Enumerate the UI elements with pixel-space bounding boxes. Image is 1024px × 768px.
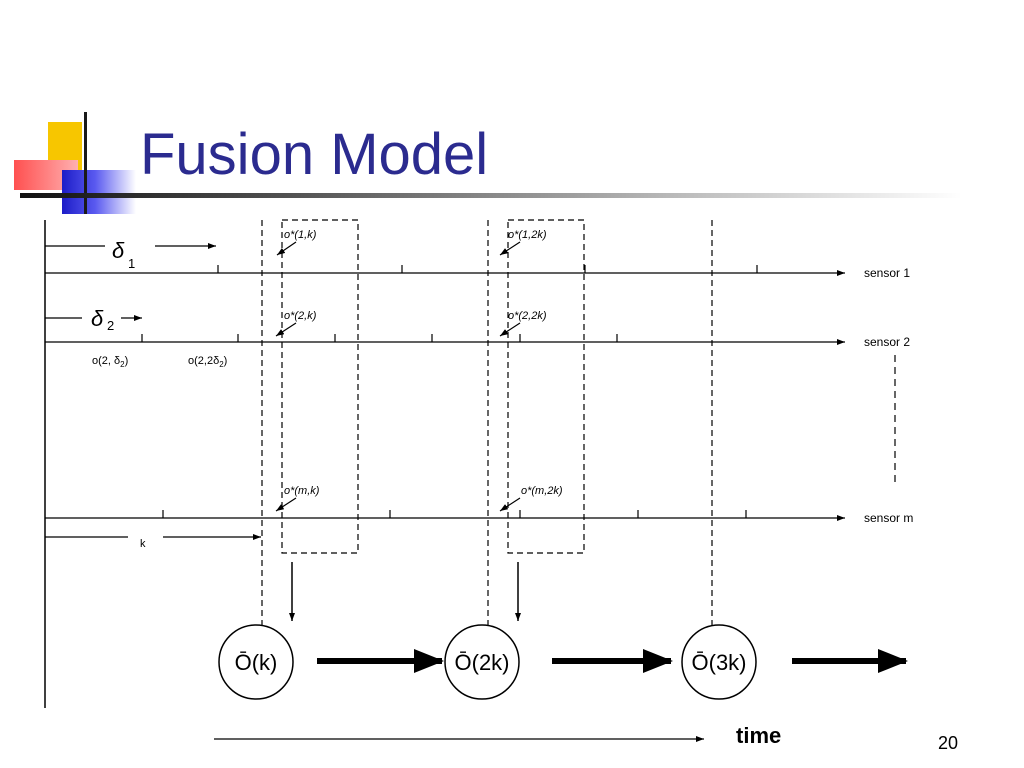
fused-node-3k: Ō(3k): [681, 624, 757, 700]
tick-label-text: o(2,2δ: [188, 355, 219, 367]
k-interval: k: [45, 534, 261, 550]
delta-2-subscript: 2: [107, 318, 114, 333]
sensor-2-timeline: [45, 334, 845, 345]
slide-title: Fusion Model: [140, 122, 489, 187]
delta-1-interval: δ 1: [45, 238, 216, 271]
fused-node-label: Ō(3k): [692, 650, 747, 675]
decor-vertical-line: [84, 112, 87, 214]
tick-label-subscript: 2: [120, 360, 125, 369]
observation-label: o*(2,k): [284, 310, 317, 322]
fused-node-2k: Ō(2k): [444, 624, 520, 700]
observation-o-1-k: o*(1,k): [276, 229, 317, 256]
observation-label: o*(1,2k): [508, 229, 547, 241]
decor-blue-square: [62, 170, 136, 214]
page-number: 20: [938, 733, 959, 753]
observation-window-k: [281, 219, 359, 554]
observation-o-m-k: o*(m,k): [275, 485, 320, 512]
title-underline: [20, 193, 962, 198]
observation-o-m-2k: o*(m,2k): [499, 485, 563, 512]
observation-label: o*(m,2k): [521, 485, 563, 497]
tick-label-o-2-delta2: o(2, δ2): [92, 355, 128, 369]
tick-label-o-2-2delta2: o(2,2δ2): [188, 355, 227, 369]
sensor-1-label: sensor 1: [864, 266, 910, 280]
k-label: k: [140, 538, 146, 550]
observation-o-2-k: o*(2,k): [275, 310, 317, 337]
fused-node-k: Ō(k): [218, 624, 294, 700]
observation-o-2-2k: o*(2,2k): [499, 310, 547, 337]
svg-text:o(2, δ2): o(2, δ2): [92, 355, 128, 369]
tick-label-subscript: 2: [219, 360, 224, 369]
svg-text:o(2,2δ2): o(2,2δ2): [188, 355, 227, 369]
delta-1-label: δ: [112, 238, 125, 263]
time-label: time: [736, 723, 781, 748]
delta-2-label: δ: [91, 306, 104, 331]
tick-label-close: ): [224, 355, 228, 367]
delta-1-subscript: 1: [128, 256, 135, 271]
sensor-m-timeline: [45, 510, 845, 521]
sensor-m-label: sensor m: [864, 511, 913, 525]
fusion-time-markers: [261, 220, 713, 628]
observation-o-1-2k: o*(1,2k): [499, 229, 547, 256]
tick-label-close: ): [125, 355, 129, 367]
observation-label: o*(1,k): [284, 229, 317, 241]
fused-node-label: Ō(k): [235, 650, 278, 675]
tick-label-text: o(2, δ: [92, 355, 120, 367]
observation-label: o*(2,2k): [508, 310, 547, 322]
observation-window-2k: [507, 219, 585, 554]
observation-label: o*(m,k): [284, 485, 320, 497]
delta-2-interval: δ 2: [45, 306, 142, 333]
fused-node-label: Ō(2k): [455, 650, 510, 675]
sensor-2-label: sensor 2: [864, 335, 910, 349]
sensor-1-timeline: [45, 265, 845, 276]
